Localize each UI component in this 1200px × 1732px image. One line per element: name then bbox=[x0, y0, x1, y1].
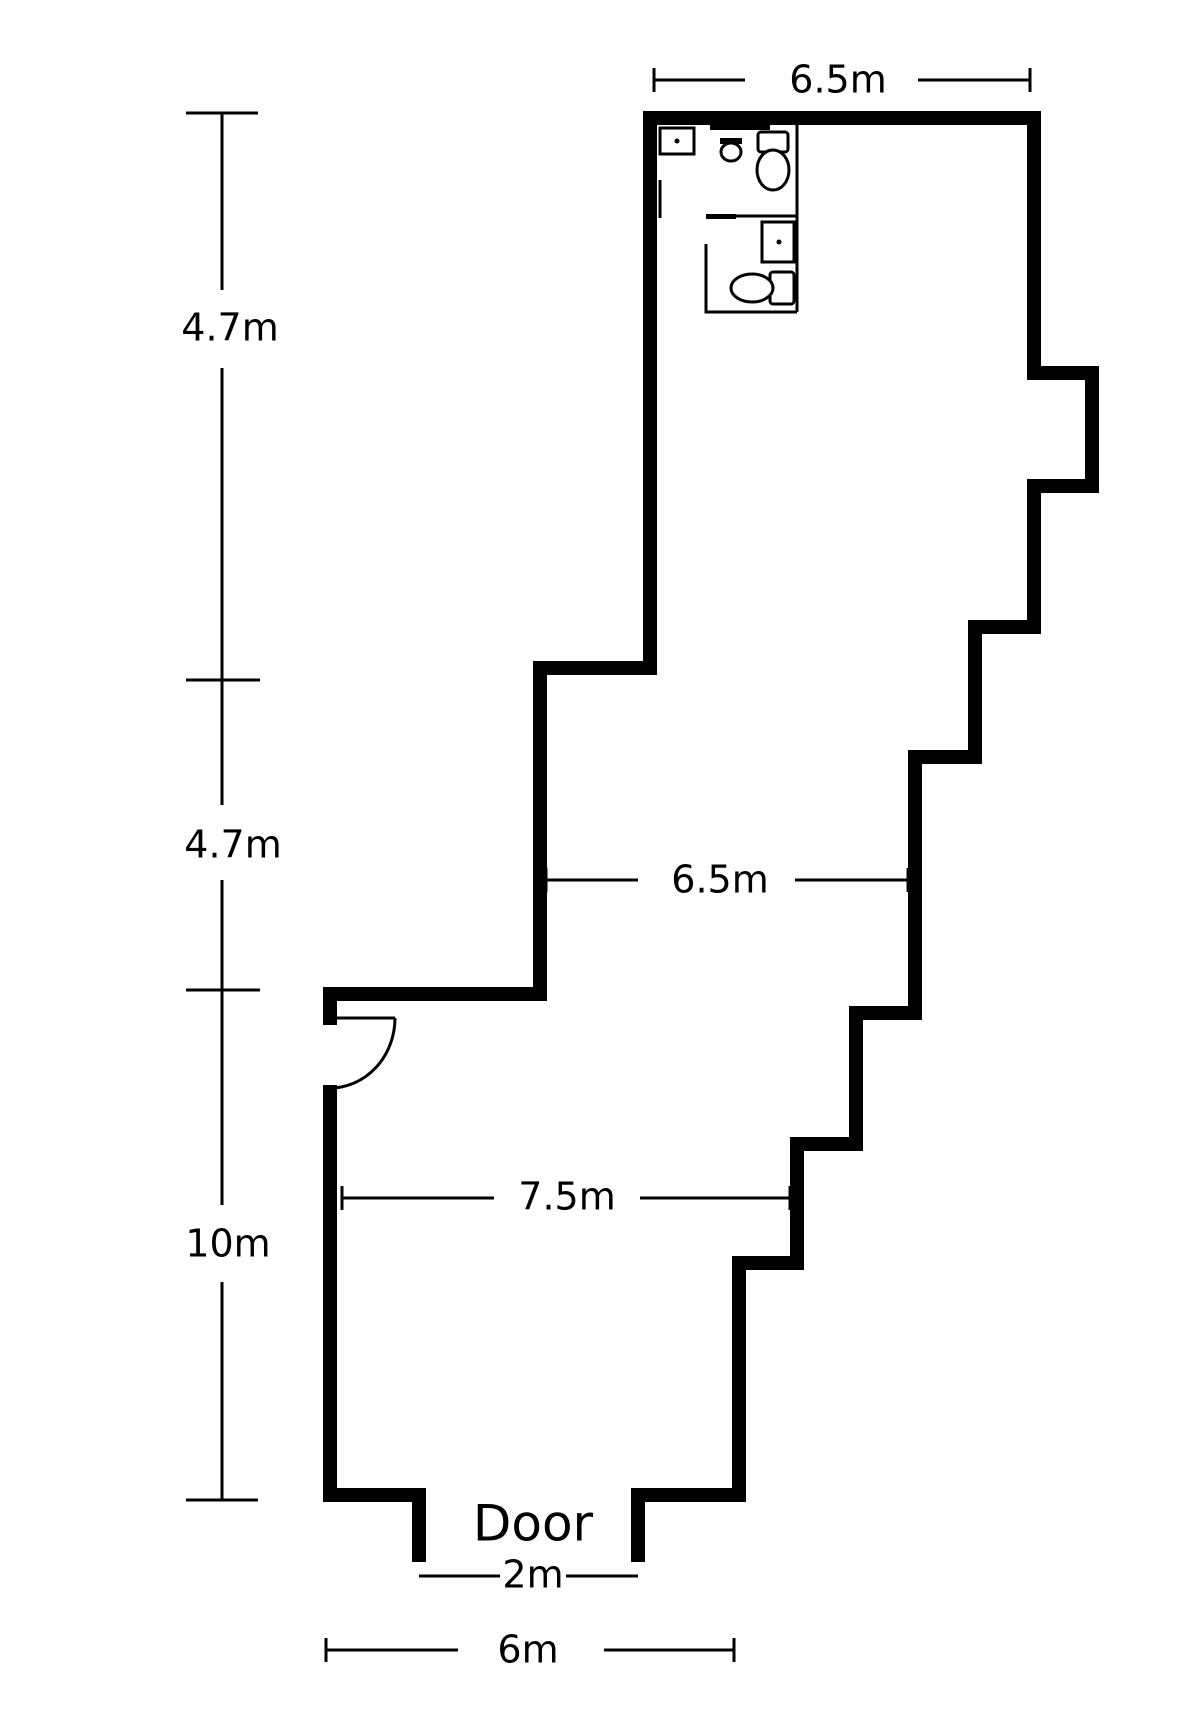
sink-2-drain-icon bbox=[776, 239, 782, 245]
dimension-lower-width: 7.5m bbox=[340, 1175, 792, 1219]
bathroom-wall-lower bbox=[704, 244, 797, 314]
bathroom-door-jamb bbox=[706, 214, 736, 219]
dimension-label-middle-height: 4.7m bbox=[184, 823, 281, 867]
dimension-label-lower-height: 10m bbox=[185, 1222, 270, 1266]
main-door: Door 2m bbox=[419, 1495, 638, 1597]
dimension-bottom-width: 6m bbox=[324, 1628, 736, 1672]
bathroom-area bbox=[658, 122, 799, 314]
wall-left-door-section bbox=[323, 1085, 426, 1562]
bathroom-header-bar bbox=[710, 122, 770, 130]
toilet-2-bowl-icon bbox=[729, 272, 775, 304]
dimension-label-top-width: 6.5m bbox=[789, 58, 886, 102]
exterior-walls bbox=[323, 111, 1099, 1562]
dimension-middle-width: 6.5m bbox=[544, 858, 910, 902]
door-swing-arc bbox=[329, 1017, 397, 1090]
wall-main-outline bbox=[323, 111, 1099, 1562]
dimension-vertical: 4.7m 4.7m 10m bbox=[181, 111, 282, 1502]
dimension-label-door-width: 2m bbox=[502, 1553, 563, 1597]
dimension-label-bottom-width: 6m bbox=[497, 1628, 558, 1672]
toilet-bowl-icon bbox=[755, 148, 791, 192]
dimension-label-middle-width: 6.5m bbox=[671, 858, 768, 902]
side-door bbox=[329, 1016, 397, 1090]
bidet-tank-icon bbox=[720, 138, 742, 144]
dimension-label-upper-height: 4.7m bbox=[181, 306, 278, 350]
sink-2-icon bbox=[760, 220, 796, 264]
dimension-label-lower-width: 7.5m bbox=[518, 1175, 615, 1219]
bidet-icon bbox=[719, 141, 743, 163]
door-label: Door bbox=[473, 1495, 594, 1553]
sink-drain-icon bbox=[674, 138, 680, 144]
dimension-top-width: 6.5m bbox=[652, 58, 1032, 102]
